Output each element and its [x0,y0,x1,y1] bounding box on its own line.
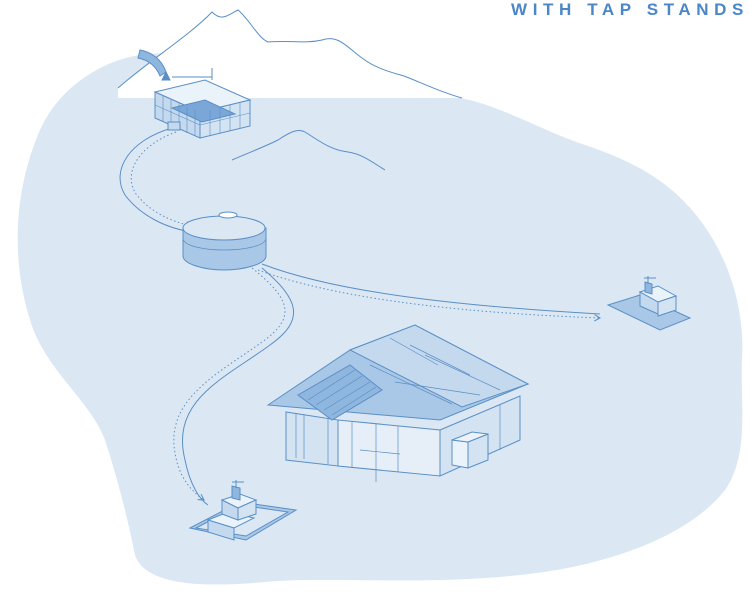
storage-tank-icon [183,212,266,270]
